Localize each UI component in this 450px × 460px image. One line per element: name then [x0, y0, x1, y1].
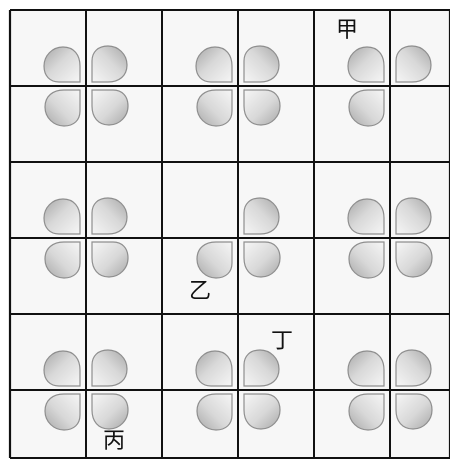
petal-icon — [92, 46, 127, 82]
piece-yi[interactable]: 乙 — [189, 279, 211, 304]
petal-icon — [44, 47, 80, 82]
petal-icon — [396, 242, 432, 277]
petal-icon — [92, 90, 128, 125]
petal-icon — [244, 46, 279, 82]
petal-icon — [197, 242, 232, 278]
petal-icon — [396, 394, 432, 429]
petal-icon — [244, 90, 280, 125]
petal-icon — [396, 350, 431, 386]
petal-icon — [92, 242, 128, 277]
petal-icon — [197, 90, 232, 126]
petal-icon — [244, 394, 280, 429]
cell-r2-c2[interactable] — [162, 162, 238, 238]
piece-ding[interactable]: 丁 — [271, 329, 293, 354]
petal-icon — [44, 199, 80, 234]
petal-icon — [45, 242, 80, 278]
petal-icon — [45, 90, 80, 126]
petal-icon — [348, 47, 384, 82]
petal-icon — [196, 47, 232, 82]
petal-icon — [92, 350, 127, 386]
petal-icon — [244, 242, 280, 277]
piece-bing[interactable]: 丙 — [103, 429, 125, 454]
petal-icon — [396, 198, 431, 234]
petal-icon — [349, 242, 384, 278]
piece-jia[interactable]: 甲 — [336, 18, 358, 43]
cell-r1-c5[interactable] — [390, 86, 450, 162]
petal-icon — [44, 351, 80, 386]
petal-icon — [396, 46, 431, 82]
petal-icon — [348, 199, 384, 234]
petal-icon — [348, 351, 384, 386]
petal-icon — [92, 198, 127, 234]
petal-icon — [197, 394, 232, 430]
petal-icon — [244, 350, 279, 386]
petal-icon — [349, 394, 384, 430]
petal-icon — [244, 198, 279, 234]
petal-icon — [349, 90, 384, 126]
petal-icon — [196, 351, 232, 386]
petal-icon — [92, 394, 128, 429]
petal-icon — [45, 394, 80, 430]
